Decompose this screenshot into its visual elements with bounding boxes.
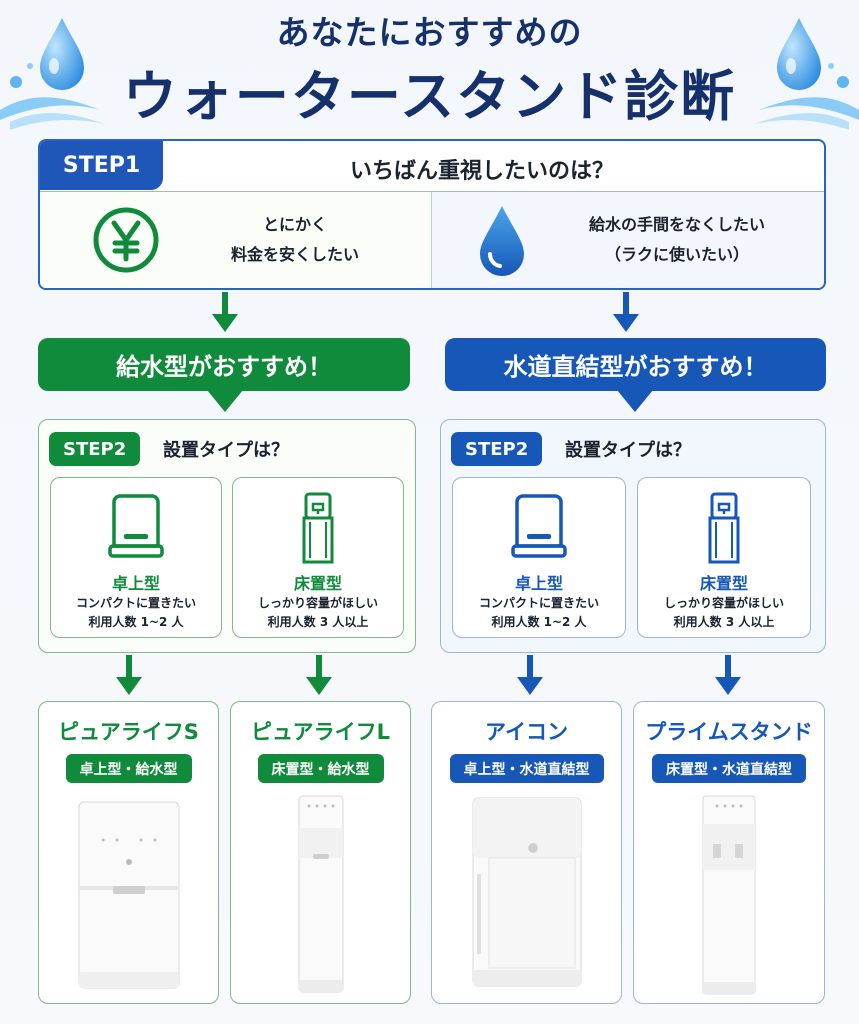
- desktop-unit-icon: [108, 494, 164, 558]
- floor-unit-icon: [708, 492, 740, 564]
- water-drop-icon: [480, 206, 524, 276]
- option-no-refill-line1: 給水の手間をなくしたい: [588, 215, 765, 234]
- option-low-cost[interactable]: とにかく 料金を安くしたい: [40, 192, 432, 288]
- step1-badge: STEP1: [40, 141, 163, 190]
- card-desktop[interactable]: 卓上型 コンパクトに置きたい 利用人数 1~2 人: [452, 477, 626, 638]
- result-pointer-icon: [617, 390, 653, 412]
- card-desc: 利用人数 3 人以上: [673, 615, 775, 629]
- step2-panel-direct: STEP2 設置タイプは？ 卓上型 コンパクトに置きたい 利用人数 1~2 人 …: [440, 419, 826, 653]
- product-name: アイコン: [485, 720, 568, 744]
- arrow-down-icon: [116, 655, 142, 695]
- arrow-down-icon: [212, 292, 238, 332]
- water-splash-left-icon: [0, 18, 105, 130]
- product-name: プライムスタンド: [645, 720, 813, 744]
- water-dispenser-desktop-image: [472, 797, 581, 987]
- step1-header: STEP1 いちばん重視したいのは？: [40, 141, 824, 192]
- page-title: ウォータースタンド診断: [122, 65, 737, 128]
- result-refill-type[interactable]: 給水型がおすすめ！: [38, 338, 410, 391]
- option-low-cost-line1: とにかく: [262, 215, 327, 234]
- yen-icon: [93, 207, 159, 273]
- option-no-refill[interactable]: 給水の手間をなくしたい （ラクに使いたい）: [432, 192, 824, 288]
- result-direct-type[interactable]: 水道直結型がおすすめ！: [445, 338, 826, 391]
- product-card-prime-stand[interactable]: プライムスタンド 床置型・水道直結型: [633, 701, 825, 1004]
- product-card-purelife-l[interactable]: ピュアライフL 床置型・給水型: [230, 701, 411, 1004]
- step1-panel: STEP1 いちばん重視したいのは？ とにかく 料金を安くしたい 給水の手間をな…: [38, 139, 826, 290]
- product-tag: 床置型・給水型: [257, 754, 384, 783]
- product-name: ピュアライフS: [58, 720, 199, 744]
- card-title: 床置型: [699, 574, 748, 593]
- card-title: 卓上型: [514, 574, 563, 593]
- card-desc: しっかり容量がほしい: [663, 596, 784, 610]
- water-splash-right-icon: [754, 18, 859, 130]
- step2-question: 設置タイプは？: [565, 440, 691, 461]
- product-card-purelife-s[interactable]: ピュアライフS 卓上型・給水型: [38, 701, 219, 1004]
- option-low-cost-line2: 料金を安くしたい: [230, 245, 359, 264]
- product-tag: 卓上型・水道直結型: [449, 754, 604, 783]
- card-desc: コンパクトに置きたい: [478, 596, 599, 610]
- card-floor[interactable]: 床置型 しっかり容量がほしい 利用人数 3 人以上: [637, 477, 811, 638]
- step2-panel-refill: STEP2 設置タイプは？ 卓上型 コンパクトに置きたい 利用人数 1~2 人 …: [38, 419, 416, 653]
- step1-question: いちばん重視したいのは？: [349, 159, 614, 184]
- desktop-unit-icon: [511, 494, 567, 558]
- water-dispenser-desktop-image: [78, 801, 179, 989]
- product-tag: 床置型・水道直結型: [652, 754, 806, 783]
- option-no-refill-line2: （ラクに使いたい）: [604, 245, 749, 264]
- water-dispenser-floor-image: [702, 795, 756, 995]
- product-tag: 卓上型・給水型: [65, 754, 192, 783]
- card-title: 床置型: [293, 574, 342, 593]
- floor-unit-icon: [302, 492, 334, 564]
- arrow-down-icon: [613, 292, 639, 332]
- step2-question: 設置タイプは？: [163, 440, 289, 461]
- header-subtitle: あなたにおすすめの: [276, 13, 583, 52]
- arrow-down-icon: [715, 655, 741, 695]
- card-floor[interactable]: 床置型 しっかり容量がほしい 利用人数 3 人以上: [232, 477, 404, 638]
- step2-badge: STEP2: [451, 432, 543, 466]
- result-pointer-icon: [207, 390, 243, 412]
- card-desc: 利用人数 1~2 人: [88, 615, 184, 629]
- product-card-icon[interactable]: アイコン 卓上型・水道直結型: [431, 701, 622, 1004]
- card-title: 卓上型: [111, 574, 160, 593]
- arrow-down-icon: [306, 655, 332, 695]
- card-desc: 利用人数 1~2 人: [491, 615, 587, 629]
- card-desktop[interactable]: 卓上型 コンパクトに置きたい 利用人数 1~2 人: [50, 477, 222, 638]
- card-desc: しっかり容量がほしい: [257, 596, 378, 610]
- arrow-down-icon: [517, 655, 543, 695]
- water-dispenser-floor-image: [298, 795, 343, 993]
- card-desc: コンパクトに置きたい: [75, 596, 196, 610]
- product-name: ピュアライフL: [251, 720, 390, 744]
- card-desc: 利用人数 3 人以上: [267, 615, 369, 629]
- step2-badge: STEP2: [49, 432, 141, 466]
